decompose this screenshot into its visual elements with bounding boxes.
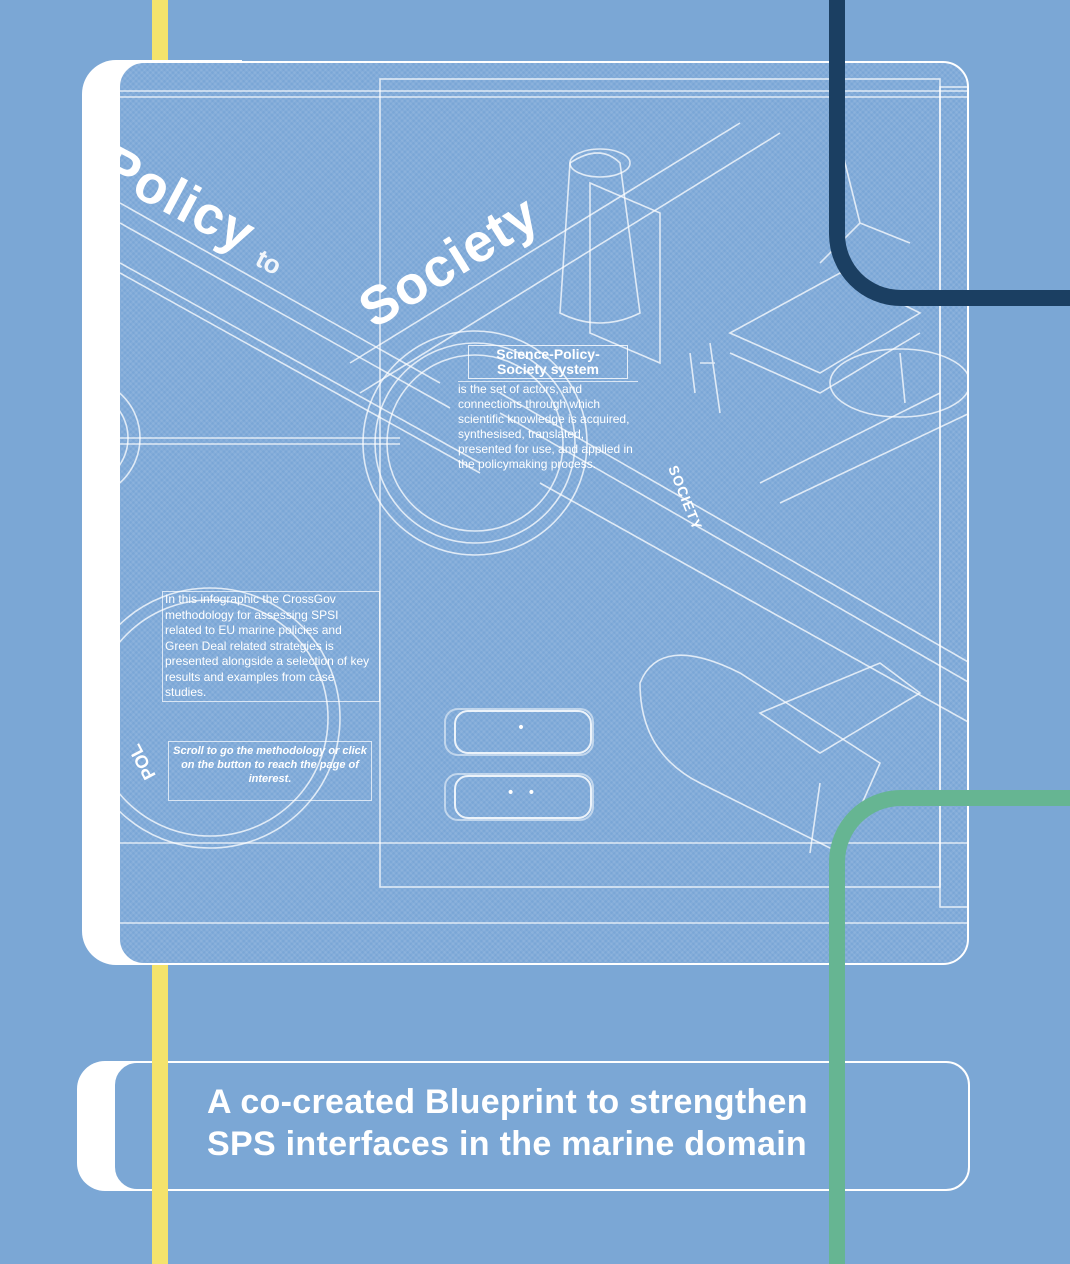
intro-text: In this infographic the CrossGov methodo… [162,591,380,702]
yellow-accent-line-overlay [152,1040,168,1264]
button-1-label: • [516,720,530,736]
sps-system-definition: Science-Policy-Society system is the set… [458,345,638,472]
main-title-line-1: A co-created Blueprint to strengthen [207,1083,808,1121]
page-button-1[interactable]: • [444,708,594,756]
green-accent-line-bottom-segment [829,1190,845,1264]
green-accent-line-top-segment [829,1040,845,1062]
main-title-line-2: SPS interfaces in the marine domain [207,1125,808,1163]
title-box: A co-created Blueprint to strengthen SPS… [113,1061,970,1191]
button-2-label: • • [506,785,540,801]
sps-system-body: is the set of actors, and connections th… [458,381,638,472]
navy-accent-line [829,0,1070,306]
blueprint-illustration-card: Policy to Society Science-Policy-Society… [118,61,969,965]
scroll-hint: Scroll to go the methodology or click on… [168,741,372,801]
main-title: A co-created Blueprint to strengthen SPS… [207,1081,808,1165]
green-accent-line [829,790,1070,1264]
sps-system-title: Science-Policy-Society system [468,345,628,379]
page-button-2[interactable]: • • [444,773,594,821]
